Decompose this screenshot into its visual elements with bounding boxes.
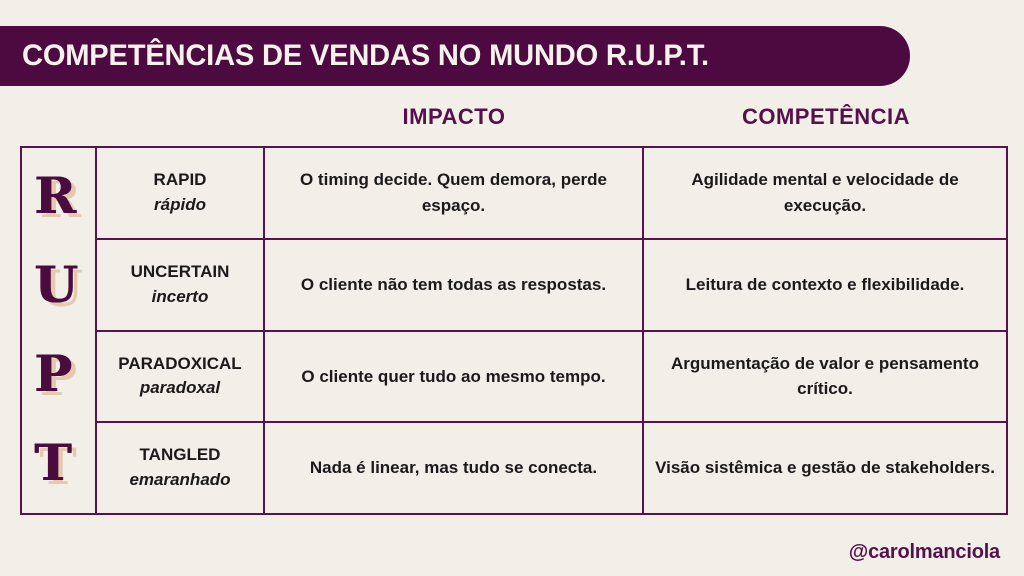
rupt-letter-u-glyph: U — [34, 255, 79, 315]
rupt-letter-r-glyph: R — [34, 166, 77, 226]
cell-skill: Agilidade mental e velocidade de execuçã… — [691, 170, 959, 215]
term-english: RAPID — [153, 170, 207, 190]
term-english: PARADOXICAL — [118, 353, 242, 373]
table-rows: RAPID rápido O timing decide. Quem demor… — [97, 148, 1006, 513]
cell-skill: Argumentação de valor e pensamento críti… — [671, 353, 979, 399]
table-row: PARADOXICAL paradoxal O cliente quer tud… — [97, 331, 1006, 424]
cell-term: UNCERTAIN incerto — [97, 239, 265, 330]
column-headers: IMPACTO COMPETÊNCIA — [20, 104, 1008, 144]
page-title: COMPETÊNCIAS DE VENDAS NO MUNDO R.U.P.T. — [22, 39, 709, 72]
cell-impact: O cliente não tem todas as respostas. — [265, 239, 644, 330]
rupt-letter-t-glyph: T — [34, 432, 72, 492]
cell-impact: O cliente quer tudo ao mesmo tempo. — [265, 331, 644, 422]
rupt-letter-p-shadow: P — [39, 347, 78, 407]
rupt-letter-u: U U — [33, 258, 85, 316]
term-english: TANGLED — [139, 445, 221, 465]
author-handle: @carolmanciola — [848, 541, 1000, 563]
cell-impact: O timing decide. Quem demora, perde espa… — [265, 148, 644, 238]
column-header-competencia: COMPETÊNCIA — [741, 104, 911, 129]
term-portuguese: rápido — [154, 194, 206, 214]
rupt-letter-t-shadow: T — [39, 436, 77, 496]
cell-impact: Nada é linear, mas tudo se conecta. — [265, 423, 644, 513]
cell-skill: Leitura de contexto e flexibilidade. — [685, 274, 965, 294]
table-row: RAPID rápido O timing decide. Quem demor… — [97, 148, 1006, 240]
rupt-table: R R U U P P T T RAPID rápido O timing de… — [20, 146, 1008, 515]
term-portuguese: paradoxal — [139, 378, 221, 398]
column-header-impacto: IMPACTO — [402, 104, 506, 129]
rupt-letter-p: P P — [33, 347, 85, 405]
table-row: TANGLED emaranhado Nada é linear, mas tu… — [97, 423, 1006, 513]
rupt-letter-r-shadow: R — [39, 170, 82, 230]
table-row: UNCERTAIN incerto O cliente não tem toda… — [97, 239, 1006, 332]
cell-term: PARADOXICAL paradoxal — [97, 331, 265, 422]
cell-term: RAPID rápido — [97, 148, 265, 238]
rupt-letter-t: T T — [33, 436, 85, 494]
term-portuguese: incerto — [151, 286, 209, 306]
title-banner: COMPETÊNCIAS DE VENDAS NO MUNDO R.U.P.T. — [0, 26, 910, 86]
rupt-letters-column: R R U U P P T T — [22, 148, 97, 513]
cell-skill: Visão sistêmica e gestão de stakeholders… — [655, 458, 995, 478]
term-portuguese: emaranhado — [129, 470, 231, 490]
cell-term: TANGLED emaranhado — [97, 423, 265, 513]
rupt-letter-u-shadow: U — [39, 259, 84, 319]
rupt-letter-p-glyph: P — [34, 343, 73, 403]
rupt-letter-r: R R — [33, 169, 85, 227]
term-english: UNCERTAIN — [130, 261, 230, 281]
